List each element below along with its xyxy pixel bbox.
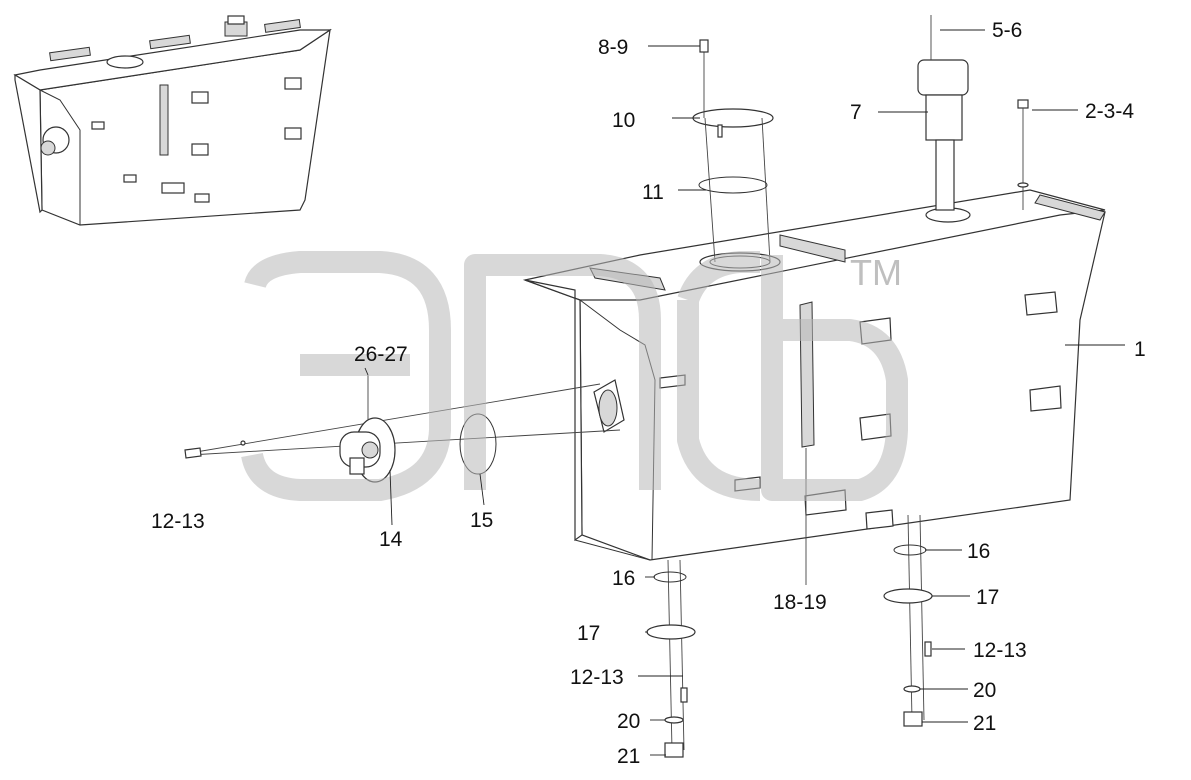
watermark-tm: TM [850,252,902,293]
callout-7: 7 [850,101,862,124]
callout-17-right: 17 [976,586,999,609]
bottom-drain-left [646,559,696,758]
callout-10: 10 [612,109,635,132]
callout-16-right: 16 [967,540,990,563]
callout-21-right: 21 [973,712,996,735]
callout-labels: 1 2-3-4 5-6 7 8-9 10 11 12-13 12-13 12-1… [151,19,1146,768]
tank-body [522,189,1106,561]
watermark-logo: TM [241,251,908,501]
callout-20-right: 20 [973,679,996,702]
callout-18-19: 18-19 [773,591,827,614]
callout-8-9: 8-9 [598,36,628,59]
callout-2-3-4: 2-3-4 [1085,100,1134,123]
callout-17-left: 17 [577,622,600,645]
callout-5-6: 5-6 [992,19,1022,42]
callout-21-left: 21 [617,745,640,768]
callout-12-13-side: 12-13 [151,510,205,533]
callout-20-left: 20 [617,710,640,733]
callout-16-left: 16 [612,567,635,590]
callout-15: 15 [470,509,493,532]
leader-lines [364,29,1125,756]
assembled-tank-view [13,15,332,226]
callout-12-13-left: 12-13 [570,666,624,689]
side-strainer-parts [184,375,621,483]
bottom-drain-right [883,514,933,727]
filler-and-cover-parts [692,15,1029,263]
callout-14: 14 [379,528,403,551]
callout-12-13-right: 12-13 [973,639,1027,662]
callout-1: 1 [1134,338,1146,361]
callout-11: 11 [642,181,664,204]
callout-26-27: 26-27 [354,343,408,366]
